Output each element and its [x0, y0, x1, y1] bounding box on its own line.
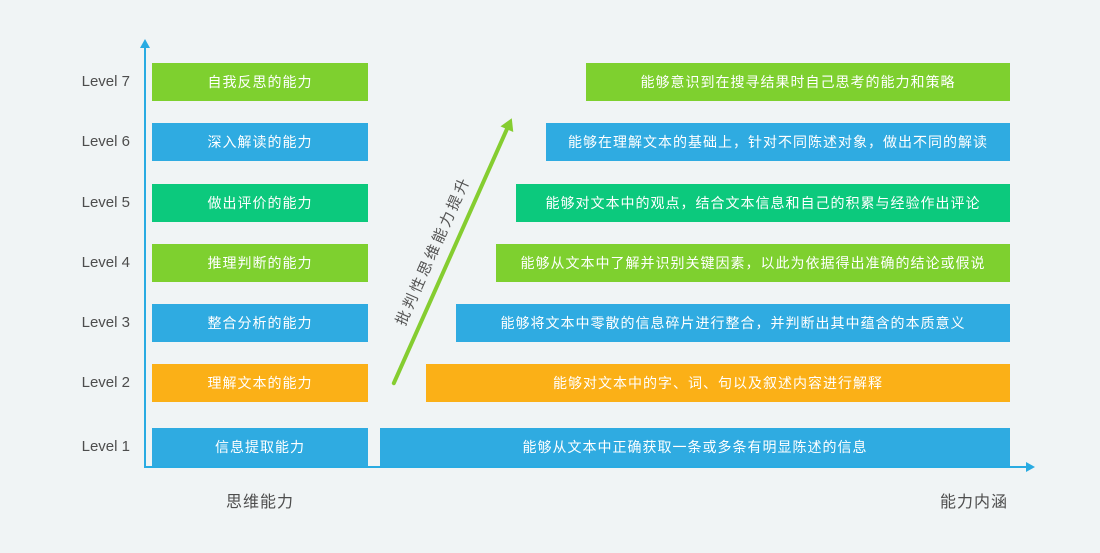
- ability-box: 整合分析的能力: [152, 304, 368, 342]
- description-box: 能够将文本中零散的信息碎片进行整合，并判断出其中蕴含的本质意义: [456, 304, 1010, 342]
- description-box: 能够在理解文本的基础上，针对不同陈述对象，做出不同的解读: [546, 123, 1010, 161]
- ability-box: 信息提取能力: [152, 428, 368, 466]
- level-row: Level 1 信息提取能力 能够从文本中正确获取一条或多条有明显陈述的信息: [0, 428, 1100, 466]
- level-label: Level 6: [81, 133, 130, 150]
- description-box: 能够从文本中正确获取一条或多条有明显陈述的信息: [380, 428, 1010, 466]
- x-axis-arrow-icon: [1026, 462, 1035, 472]
- level-row: Level 3 整合分析的能力 能够将文本中零散的信息碎片进行整合，并判断出其中…: [0, 304, 1100, 342]
- description-box: 能够从文本中了解并识别关键因素，以此为依据得出准确的结论或假说: [496, 244, 1010, 282]
- level-label: Level 4: [81, 254, 130, 271]
- description-box: 能够对文本中的字、词、句以及叙述内容进行解释: [426, 364, 1010, 402]
- level-row: Level 2 理解文本的能力 能够对文本中的字、词、句以及叙述内容进行解释: [0, 364, 1100, 402]
- ability-box: 深入解读的能力: [152, 123, 368, 161]
- level-label: Level 2: [81, 374, 130, 391]
- x-axis-caption: 能力内涵: [939, 494, 1008, 511]
- ability-box: 做出评价的能力: [152, 184, 368, 222]
- level-row: Level 7 自我反思的能力 能够意识到在搜寻结果时自己思考的能力和策略: [0, 63, 1100, 101]
- level-label: Level 5: [81, 194, 130, 211]
- description-box: 能够意识到在搜寻结果时自己思考的能力和策略: [586, 63, 1010, 101]
- description-box: 能够对文本中的观点，结合文本信息和自己的积累与经验作出评论: [516, 184, 1010, 222]
- level-row: Level 5 做出评价的能力 能够对文本中的观点，结合文本信息和自己的积累与经…: [0, 184, 1100, 222]
- level-label: Level 1: [81, 438, 130, 455]
- level-row: Level 4 推理判断的能力 能够从文本中了解并识别关键因素，以此为依据得出准…: [0, 244, 1100, 282]
- level-label: Level 7: [81, 73, 130, 90]
- y-axis-caption: 思维能力: [225, 494, 294, 511]
- level-row: Level 6 深入解读的能力 能够在理解文本的基础上，针对不同陈述对象，做出不…: [0, 123, 1100, 161]
- x-axis: [144, 466, 1028, 468]
- level-label: Level 3: [81, 314, 130, 331]
- y-axis: [144, 48, 146, 468]
- y-axis-arrow-icon: [140, 39, 150, 48]
- ability-box: 理解文本的能力: [152, 364, 368, 402]
- ability-box: 自我反思的能力: [152, 63, 368, 101]
- ability-box: 推理判断的能力: [152, 244, 368, 282]
